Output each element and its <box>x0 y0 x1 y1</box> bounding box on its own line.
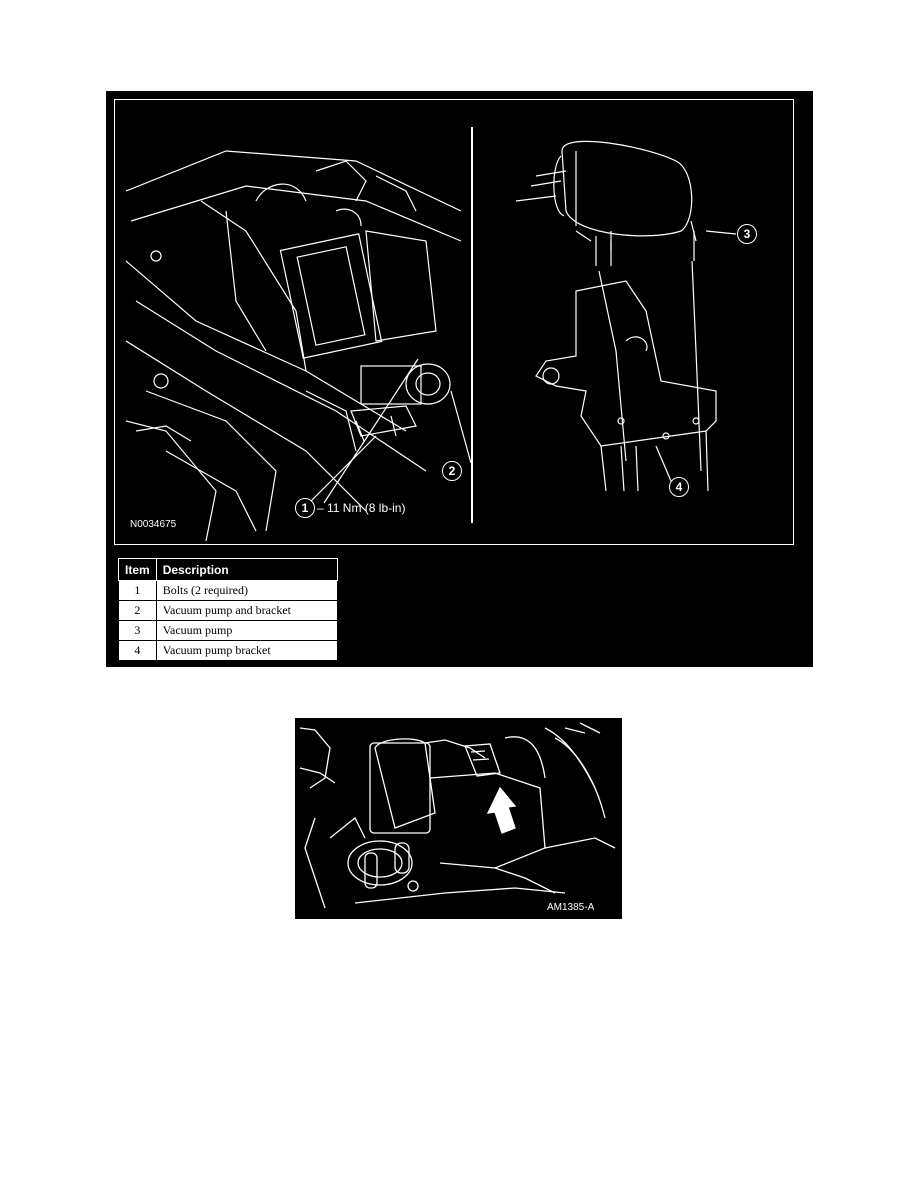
legend-header-item: Item <box>118 558 157 581</box>
legend-item-description: Vacuum pump and bracket <box>155 600 338 621</box>
figure-code: N0034675 <box>130 519 177 530</box>
figure-divider <box>471 127 473 523</box>
legend-item-number: 3 <box>118 620 157 641</box>
callout-2: 2 <box>442 461 462 481</box>
connector-location-figure: AM1385-A <box>295 718 622 919</box>
exploded-view-figure: 1 – 11 Nm (8 lb-in) 2 3 4 N0034675 Item … <box>106 91 813 667</box>
legend-row: 1 Bolts (2 required) <box>118 580 338 601</box>
vacuum-pump-connector-illustration <box>299 722 616 909</box>
figure-frame <box>114 99 794 545</box>
callout-4: 4 <box>669 477 689 497</box>
figure-code: AM1385-A <box>547 902 595 913</box>
legend-row: 3 Vacuum pump <box>118 620 338 641</box>
callout-1: 1 <box>295 498 315 518</box>
legend-row: 4 Vacuum pump bracket <box>118 640 338 661</box>
callout-3: 3 <box>737 224 757 244</box>
legend-item-description: Vacuum pump bracket <box>155 640 338 661</box>
legend-item-number: 4 <box>118 640 157 661</box>
engine-bay-illustration <box>125 140 737 542</box>
legend-item-description: Bolts (2 required) <box>155 580 338 601</box>
legend-item-number: 2 <box>118 600 157 621</box>
torque-spec-label: – 11 Nm (8 lb-in) <box>317 501 406 515</box>
legend-table: Item Description 1 Bolts (2 required) 2 … <box>118 558 338 661</box>
torque-spec-value: 11 Nm (8 lb-in) <box>327 501 406 515</box>
legend-row: 2 Vacuum pump and bracket <box>118 600 338 621</box>
legend-header-description: Description <box>155 558 338 581</box>
legend-item-number: 1 <box>118 580 157 601</box>
legend-item-description: Vacuum pump <box>155 620 338 641</box>
legend-header-row: Item Description <box>118 558 338 581</box>
